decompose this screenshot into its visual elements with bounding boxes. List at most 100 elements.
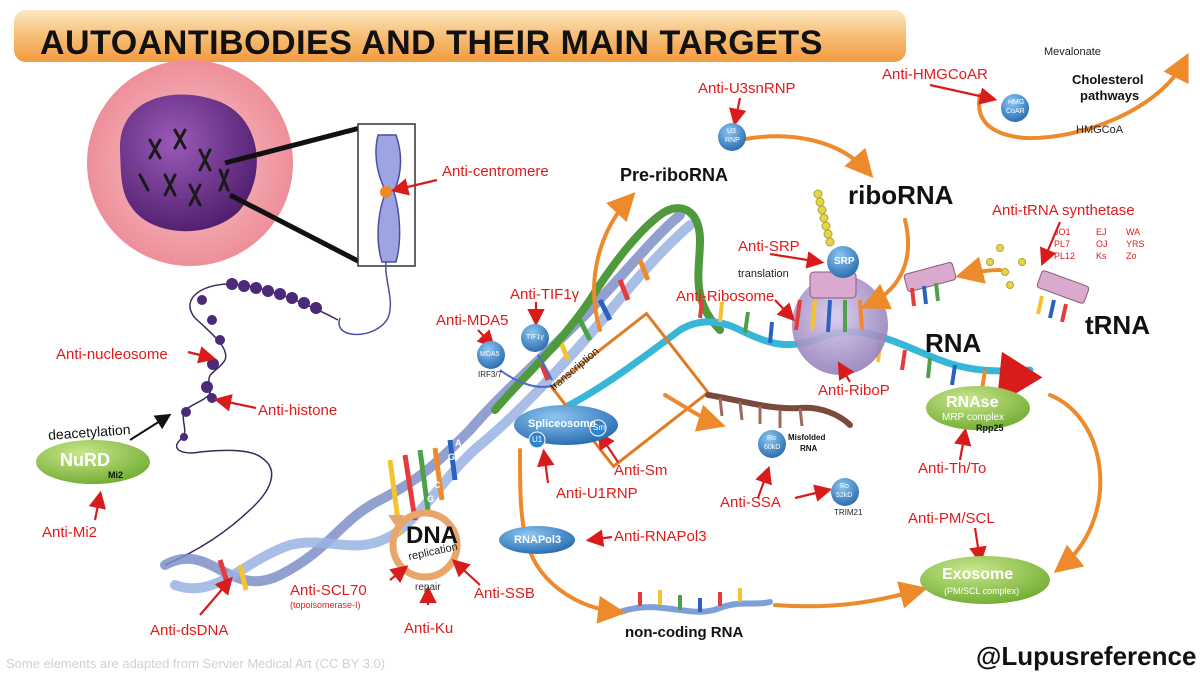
title-banner: AUTOANTIBODIES AND THEIR MAIN TARGETS	[14, 10, 906, 62]
dna-base-letter: G	[448, 452, 456, 462]
label-anti-trna-synthetase: Anti-tRNA synthetase	[992, 202, 1135, 219]
label-noncoding-rna: non-coding RNA	[625, 624, 744, 641]
misfolded-rna-strand	[705, 392, 853, 428]
synthetase-item: YRS	[1126, 239, 1145, 249]
label-ro52-line2: 52kD	[836, 492, 853, 499]
label-scl70-note: (topoisomerase-I)	[290, 600, 361, 610]
label-mrp-complex: MRP complex	[942, 412, 1005, 423]
label-tif1-node: TIF1γ	[526, 334, 544, 341]
mda5-tif1-pointers	[499, 354, 556, 388]
synthetase-col1: JO1 PL7 PL12	[1054, 226, 1075, 262]
label-hmg-line1: HMG	[1008, 99, 1025, 106]
label-cholesterol: Cholesterol	[1072, 72, 1144, 87]
synthetase-item: PL12	[1054, 251, 1076, 261]
synthetase-item: JO1	[1054, 227, 1071, 237]
label-anti-hmgcoar: Anti-HMGCoAR	[882, 66, 988, 83]
label-anti-histone: Anti-histone	[258, 402, 338, 419]
label-pre-riborna: Pre-riboRNA	[620, 165, 729, 185]
label-u1: U1	[532, 435, 543, 444]
label-dna: DNA	[406, 522, 458, 549]
label-translation: translation	[738, 268, 789, 280]
synthetase-col2: EJ OJ Ks	[1096, 226, 1108, 262]
label-anti-mda5: Anti-MDA5	[436, 312, 509, 329]
u1-node	[528, 431, 546, 449]
synthetase-item: Zo	[1126, 251, 1137, 261]
srp-node	[827, 246, 859, 278]
chromatin-chain	[164, 278, 339, 566]
label-exosome: Exosome	[942, 566, 1014, 583]
label-mda5-node: MDA5	[480, 351, 500, 358]
image-credit: Some elements are adapted from Servier M…	[6, 656, 386, 671]
rnapol3-node	[499, 526, 575, 554]
label-anti-th-to: Anti-Th/To	[918, 460, 987, 477]
label-exosome-sub: (PM/SCL complex)	[944, 586, 1020, 596]
tif1-node	[521, 324, 549, 352]
label-anti-u1rnp: Anti-U1RNP	[556, 485, 638, 502]
label-anti-nucleosome: Anti-nucleosome	[56, 346, 168, 363]
mda5-node	[477, 341, 505, 369]
dna-helix	[160, 204, 1034, 594]
label-anti-sm: Anti-Sm	[614, 462, 668, 479]
label-mevalonate: Mevalonate	[1044, 46, 1101, 58]
label-anti-ssb: Anti-SSB	[474, 585, 535, 602]
label-anti-ribosome: Anti-Ribosome	[676, 288, 775, 305]
label-anti-srp: Anti-SRP	[738, 238, 800, 255]
label-anti-pm-scl: Anti-PM/SCL	[908, 510, 995, 527]
dna-base-letter: T	[441, 466, 447, 476]
synthetase-item: WA	[1126, 227, 1141, 237]
exosome-node	[920, 556, 1050, 604]
label-anti-mi2: Anti-Mi2	[42, 524, 98, 541]
noncoding-rna-strand	[617, 588, 773, 615]
label-rnapol3-node: RNAPol3	[514, 534, 562, 546]
label-anti-centromere: Anti-centromere	[442, 163, 549, 180]
dna-base-letter: C	[434, 480, 441, 490]
label-misfolded: Misfolded	[788, 433, 826, 442]
cell-illustration	[87, 60, 416, 267]
label-anti-u3snrnp: Anti-U3snRNP	[698, 80, 796, 97]
synthetase-item: OJ	[1096, 239, 1108, 249]
label-trna: tRNA	[1085, 310, 1150, 340]
label-nurd: NuRD	[60, 450, 110, 470]
rnase-node	[926, 386, 1030, 430]
trna-molecules	[903, 244, 1090, 323]
hmgcoar-node	[1001, 94, 1029, 122]
label-anti-ku: Anti-Ku	[404, 620, 454, 637]
label-spliceosome: Spliceosome	[528, 418, 596, 430]
label-nurd-mi2: Mi2	[108, 470, 124, 480]
label-ro52-line1: Ro	[840, 483, 849, 490]
ribosome	[792, 189, 888, 375]
ro60-node	[758, 430, 786, 458]
ro52-node	[831, 478, 859, 506]
label-anti-dsdna: Anti-dsDNA	[150, 622, 229, 639]
synthetase-col3: WA YRS Zo	[1126, 226, 1145, 262]
label-anti-tif1: Anti-TIF1γ	[510, 286, 580, 303]
label-sm: Sm	[593, 423, 605, 432]
replication-ring-head	[388, 515, 404, 528]
label-ro60-line2: 60kD	[764, 444, 781, 451]
label-anti-scl70: Anti-SCL70	[290, 582, 367, 599]
label-ro60-line1: Ro	[767, 435, 776, 442]
replication-ring	[389, 509, 461, 581]
synthetase-item: EJ	[1096, 227, 1107, 237]
dna-base-letter: A	[455, 438, 462, 448]
page-title: AUTOANTIBODIES AND THEIR MAIN TARGETS	[40, 24, 823, 62]
sm-node	[589, 419, 607, 437]
synthetase-item: PL7	[1054, 239, 1071, 249]
label-anti-rnapol3: Anti-RNAPol3	[614, 528, 707, 545]
label-irf: IRF3/7	[478, 370, 503, 379]
chromosome	[338, 134, 402, 336]
label-rnase: RNAse	[946, 394, 999, 411]
label-u3-line1: U3	[727, 128, 736, 135]
deacetylation-arrow	[129, 413, 172, 441]
label-hmgcoa: HMGCoA	[1076, 124, 1124, 136]
synthetase-item: Ks	[1096, 251, 1107, 261]
label-hmg-line2: CoAR	[1006, 108, 1025, 115]
u3rnp-node	[718, 123, 746, 151]
label-anti-ssa: Anti-SSA	[720, 494, 781, 511]
label-srp-node: SRP	[834, 256, 855, 267]
label-u3-line2: RNP	[725, 137, 740, 144]
label-riborna: riboRNA	[848, 180, 954, 210]
label-pathways: pathways	[1080, 88, 1140, 103]
